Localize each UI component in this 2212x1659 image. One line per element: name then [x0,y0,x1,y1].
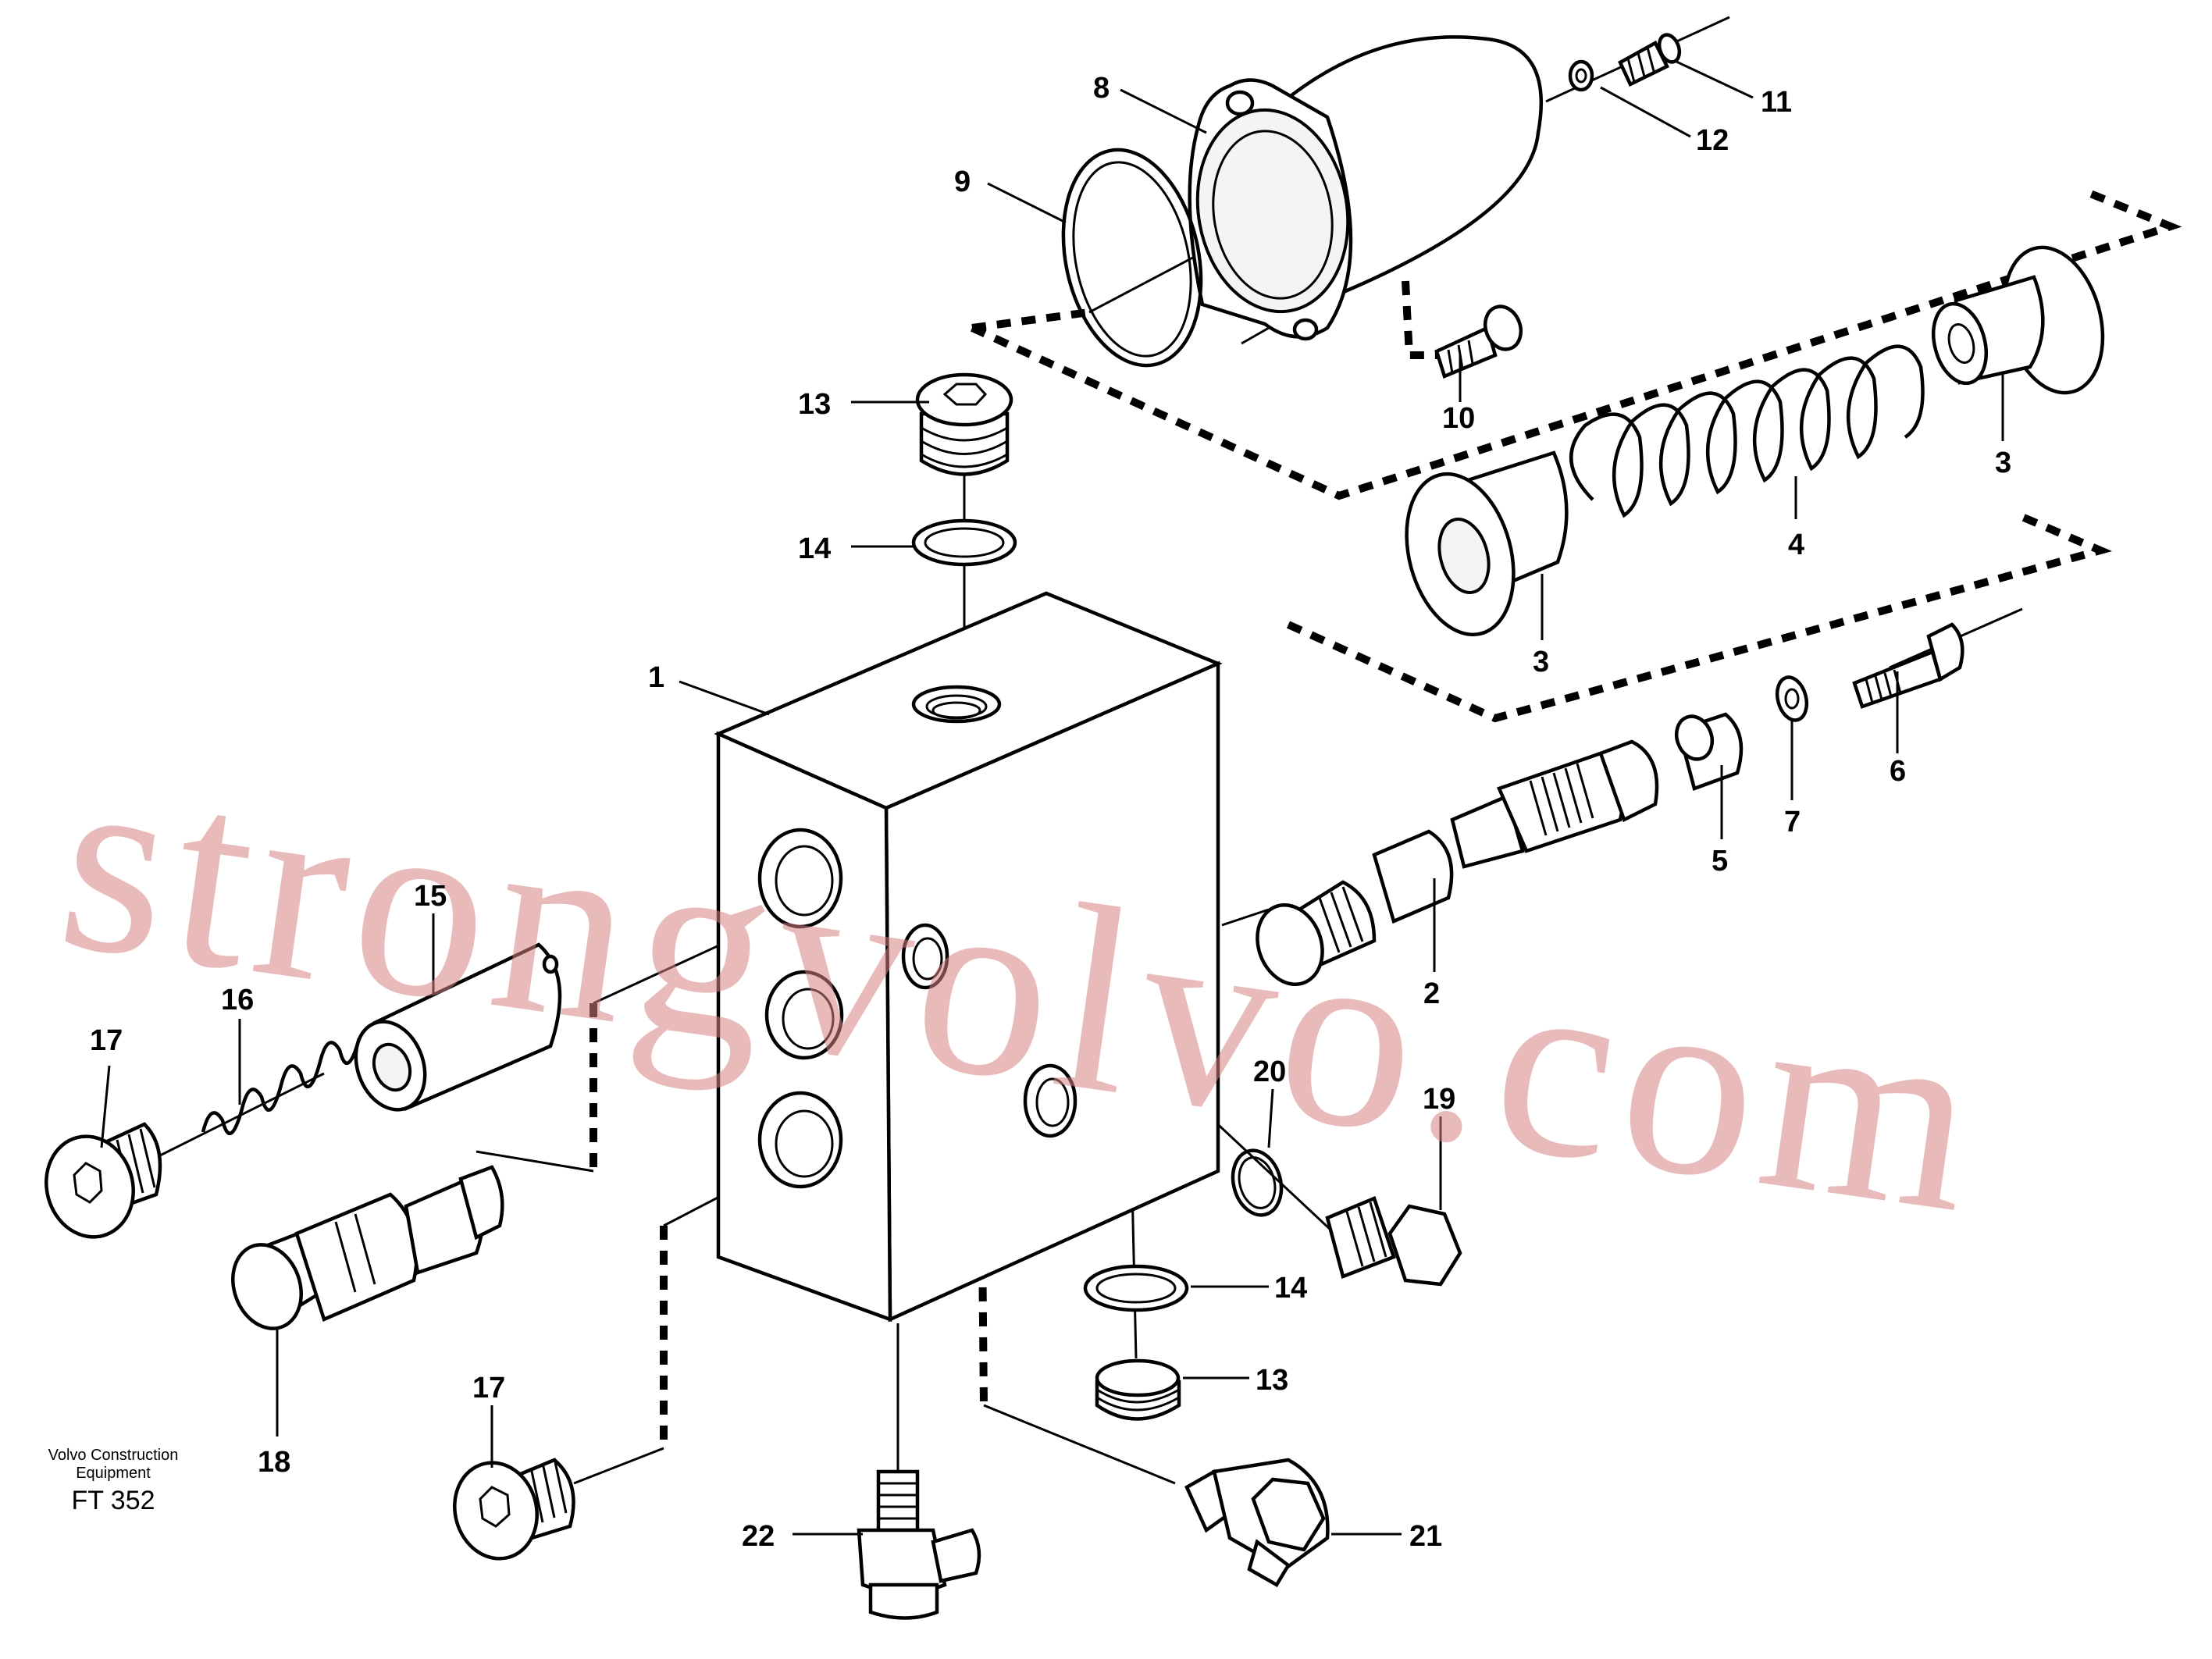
callout-12: 12 [1696,124,1729,157]
callout-10: 10 [1442,402,1475,435]
plug-top [915,372,1013,476]
plug-bottom-right [1095,1358,1181,1421]
caption-line-2: Equipment [76,1465,151,1482]
spring-seat-upper [1932,245,2105,395]
callout-17-bottom: 17 [472,1372,505,1404]
callout-14-top: 14 [798,532,831,565]
figure-code: FT 352 [71,1486,155,1515]
callout-8: 8 [1093,72,1110,105]
valve-cartridge [231,1165,504,1330]
callout-5: 5 [1712,845,1728,878]
callout-7: 7 [1784,806,1801,838]
callout-18: 18 [258,1446,290,1479]
callout-1: 1 [648,661,664,694]
callout-19: 19 [1423,1083,1455,1116]
callout-numbers: 1 2 3 3 4 5 6 7 8 9 10 11 12 13 14 15 16… [90,72,2011,1553]
callout-22: 22 [742,1520,775,1553]
cover-housing [1188,35,1543,341]
hex-bolt [1325,1195,1462,1287]
callout-13-top: 13 [798,388,831,421]
callout-3-upper: 3 [1995,447,2011,479]
screw-and-washer-top [1568,33,1682,92]
callout-2: 2 [1423,977,1440,1010]
callout-6: 6 [1890,755,1906,788]
elbow-fitting [1184,1458,1330,1588]
plug-left [45,1122,162,1239]
washer-small [1775,675,1809,722]
callout-4: 4 [1788,529,1804,561]
valve-spool [1256,739,1659,986]
piston-sleeve [354,942,562,1112]
plug-bottom [453,1458,575,1561]
callout-3-lower: 3 [1533,646,1549,678]
callout-21: 21 [1409,1520,1442,1553]
callout-leaders [100,59,2004,1536]
tee-fitting [857,1469,981,1620]
seal-ring-bottom [1083,1264,1189,1312]
screw-small [1434,304,1523,379]
callout-20: 20 [1253,1056,1286,1088]
callout-14-bottom: 14 [1274,1272,1307,1305]
callout-11: 11 [1761,86,1792,119]
o-ring-small [1231,1148,1284,1217]
small-spring [201,1038,362,1136]
sleeve [1674,712,1744,791]
callout-16: 16 [221,984,254,1016]
callout-17-left: 17 [90,1024,123,1057]
caption-line-1: Volvo Construction [48,1447,179,1464]
callout-15: 15 [414,880,447,913]
valve-block [714,591,1223,1323]
spring [1569,344,1925,518]
caption: Volvo Construction Equipment FT 352 [48,1447,179,1515]
spring-seat-lower [1405,450,1569,637]
callout-13-bottom: 13 [1256,1364,1288,1397]
o-ring-large [1061,148,1203,368]
screw-long [1852,622,1964,709]
callout-9: 9 [954,166,971,198]
seal-ring-top [911,518,1017,567]
